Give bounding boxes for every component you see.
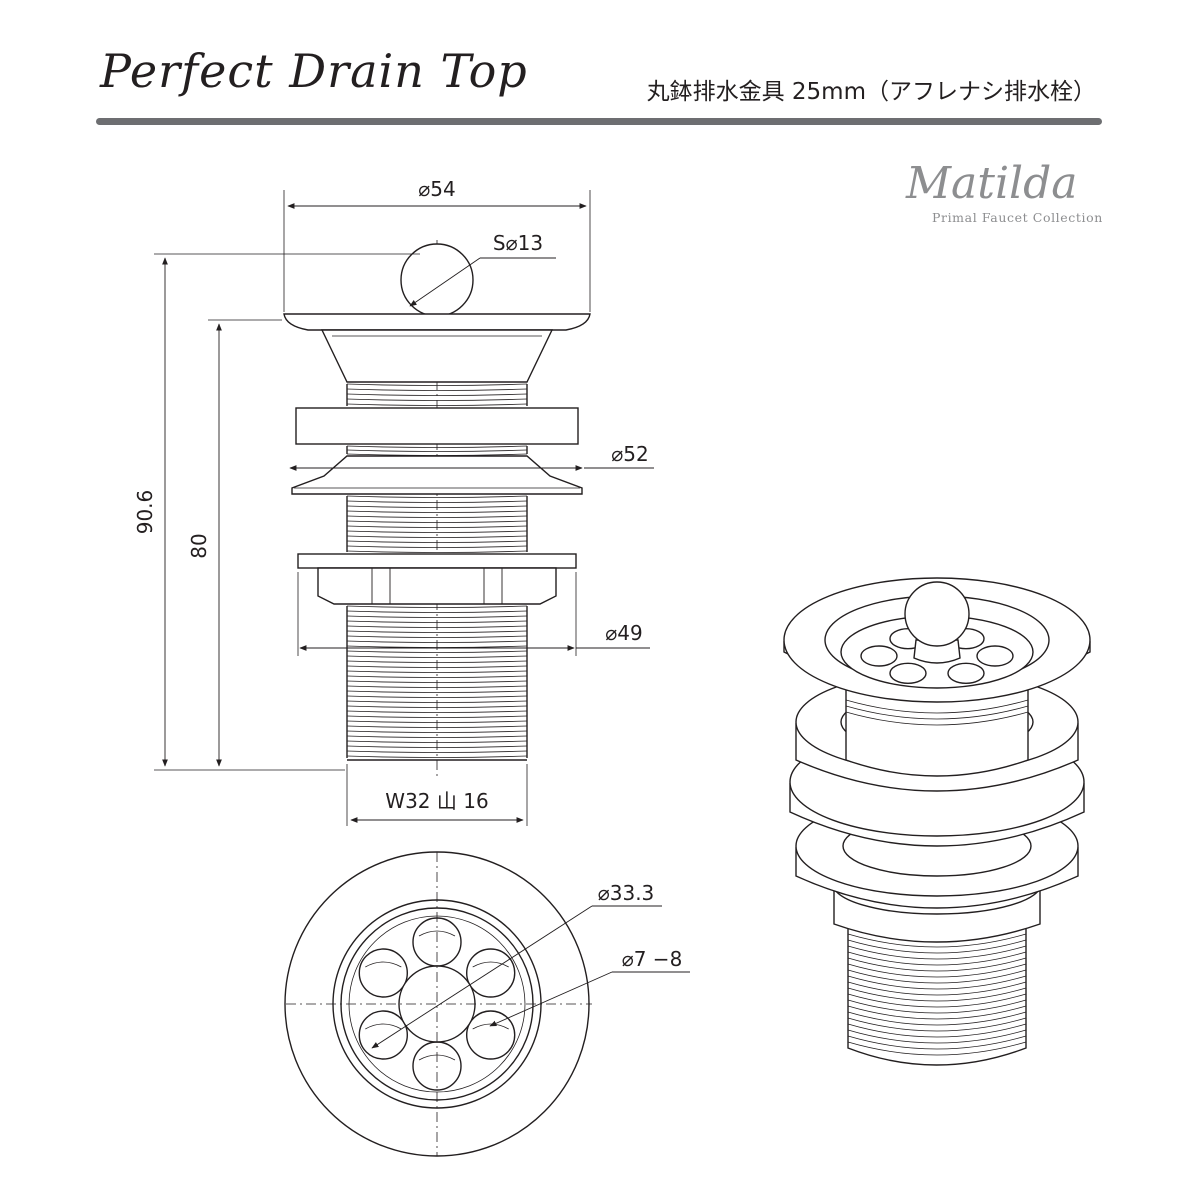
- isometric-view: [783, 577, 1091, 1066]
- iso-body: [847, 921, 1027, 1066]
- brand-logo-name: Matilda: [906, 158, 1078, 209]
- dim-top-diameter: ⌀54: [418, 177, 456, 201]
- page-subtitle: 丸鉢排水金具 25mm（アフレナシ排水栓）: [646, 79, 1096, 105]
- dim-body-height: 80: [187, 533, 211, 558]
- dim-strainer: ⌀33.3: [598, 881, 655, 905]
- threads-lower: [346, 495, 528, 553]
- dim-nut-diameter: ⌀49: [605, 621, 643, 645]
- hex-nut: [317, 567, 557, 605]
- iso-knob: [904, 581, 970, 647]
- lock-plate: [297, 553, 577, 569]
- dim-flange-diameter: ⌀52: [611, 442, 649, 466]
- brand-tagline: Primal Faucet Collection: [932, 210, 1103, 225]
- dim-holes: ⌀7 −8: [622, 947, 683, 971]
- top-flange: [283, 313, 591, 331]
- page-title: Perfect Drain Top: [100, 44, 528, 98]
- rubber-washer: [295, 407, 579, 445]
- dim-total-height: 90.6: [133, 490, 157, 535]
- header-divider: [96, 118, 1102, 125]
- dim-knob: S⌀13: [493, 231, 543, 255]
- dim-thread: W32 山 16: [385, 789, 488, 813]
- side-view: [154, 190, 654, 826]
- cone: [320, 329, 554, 383]
- threads-upper: [346, 383, 528, 406]
- top-view: [284, 851, 690, 1157]
- iso-threads: [847, 933, 1027, 1056]
